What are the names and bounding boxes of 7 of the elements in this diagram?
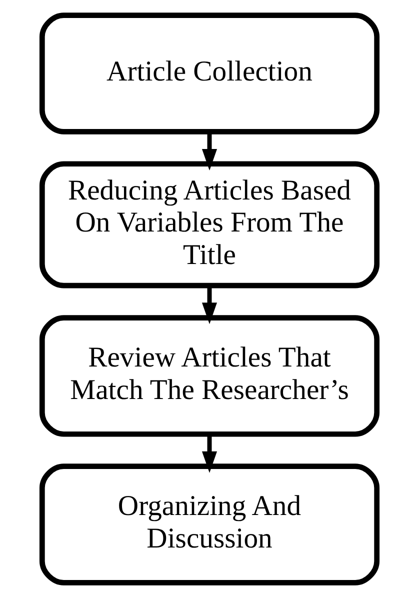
arrow [202,286,218,324]
node-box: Review Articles That Match The Researcher’s [39,315,380,437]
node-box: Organizing And Discussion [39,464,380,586]
arrow [202,434,218,473]
node-box: Article Collection [39,12,380,134]
arrow [202,132,218,170]
node-box: Reducing Articles Based On Variables From The Title [39,161,380,288]
